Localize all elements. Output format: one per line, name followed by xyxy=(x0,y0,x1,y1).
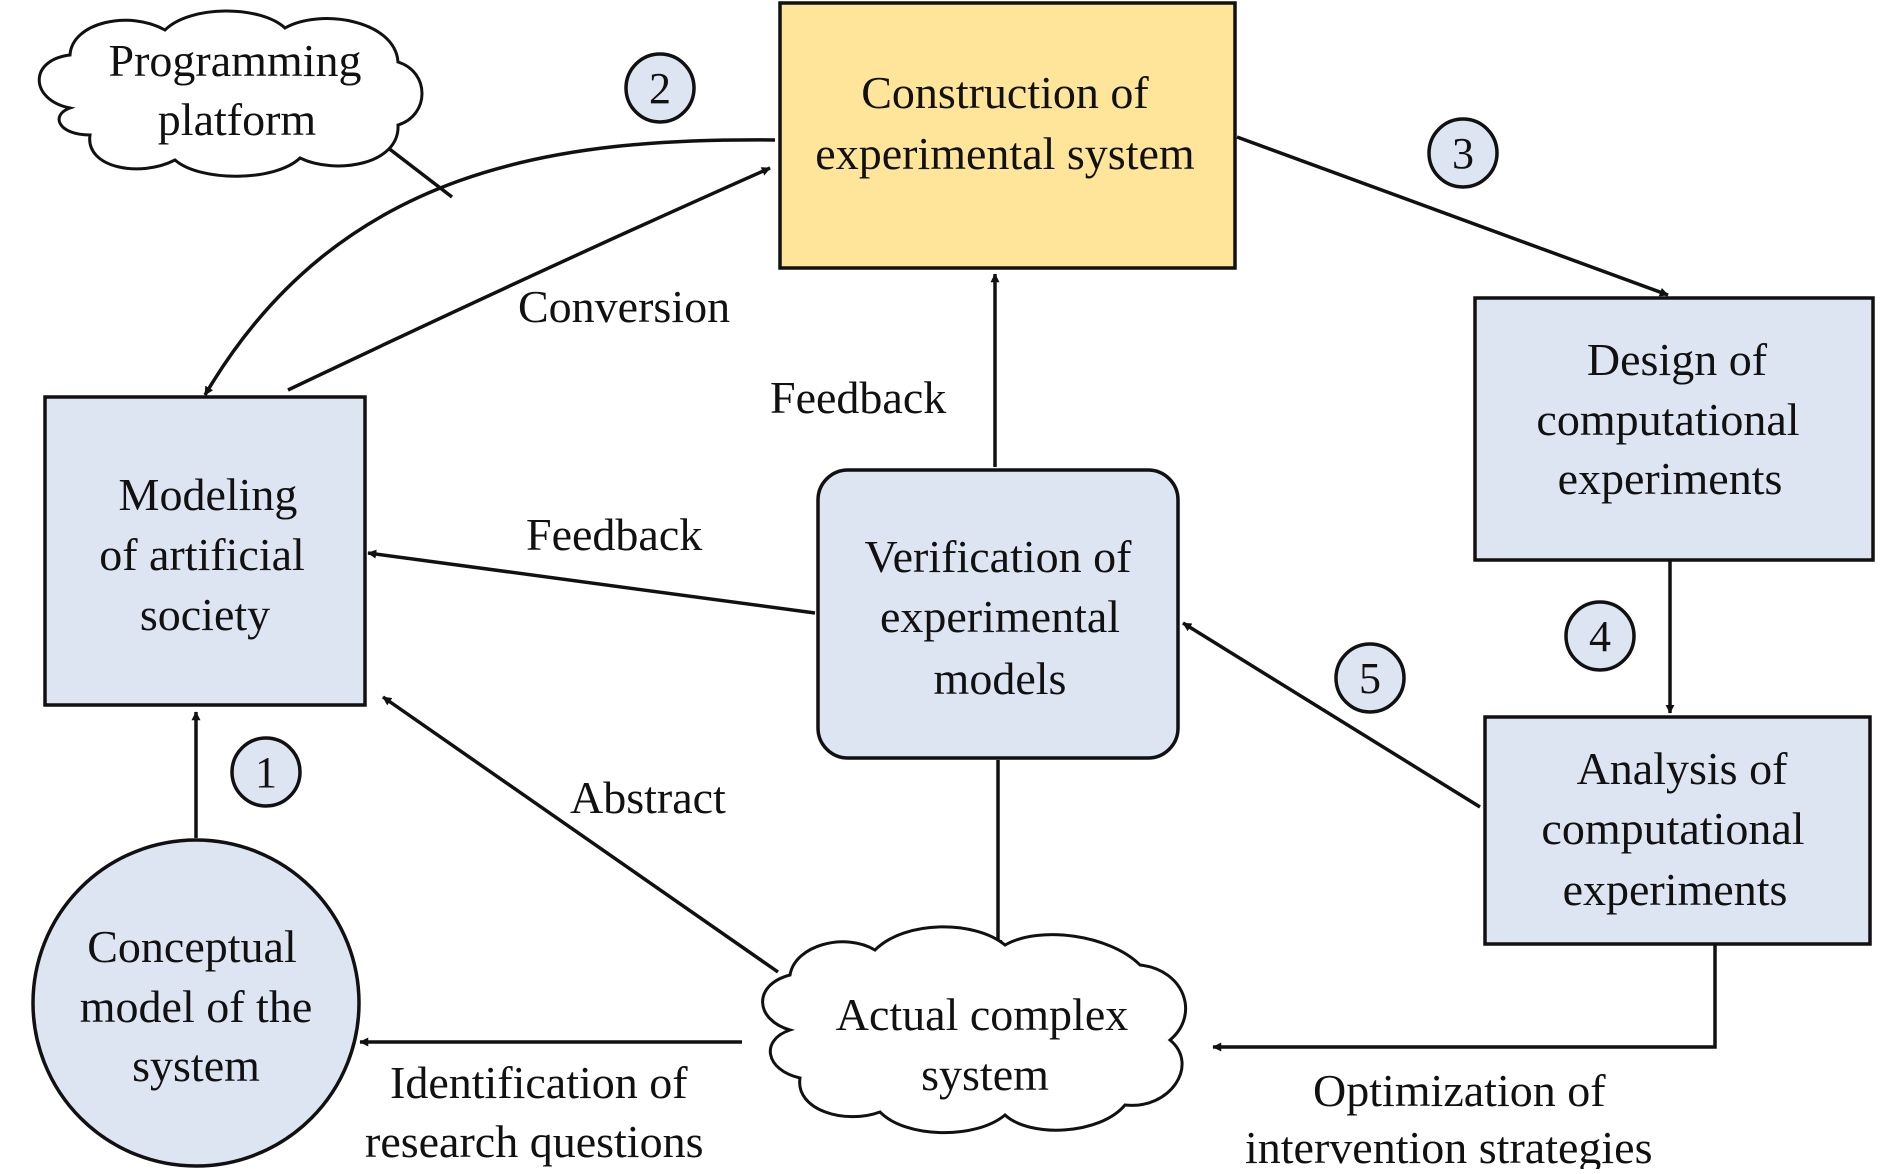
node-construction-line-1: Construction of xyxy=(861,67,1149,118)
node-conceptual-line-3: system xyxy=(132,1040,260,1091)
node-design-line-2: computational xyxy=(1536,394,1799,445)
node-design-line-3: experiments xyxy=(1558,453,1783,504)
label-identification-line-2: research questions xyxy=(365,1116,704,1167)
step-5-label: 5 xyxy=(1359,654,1381,703)
edges xyxy=(191,135,1717,1052)
node-modeling-line-3: society xyxy=(140,589,270,640)
node-actual-line-2: system xyxy=(921,1049,1049,1100)
node-conceptual-line-2: model of the xyxy=(80,981,313,1032)
edge-actual-to-modeling xyxy=(382,695,779,974)
edge-construction-to-modeling xyxy=(203,138,776,396)
node-verification-line-2: experimental xyxy=(880,591,1120,642)
node-programming-platform: Programming platform xyxy=(37,9,424,178)
step-badge-1: 1 xyxy=(230,736,302,808)
label-feedback-left: Feedback xyxy=(526,509,702,560)
step-badge-2: 2 xyxy=(624,52,696,124)
node-modeling-line-1: Modeling xyxy=(119,469,298,520)
node-modeling: Modeling of artificial society xyxy=(43,395,367,707)
edge-analysis-to-verification xyxy=(1182,621,1481,809)
node-programming-line-2: platform xyxy=(158,94,317,145)
edge-construction-to-design xyxy=(1236,135,1669,297)
node-verification-line-1: Verification of xyxy=(865,531,1133,582)
label-optimization-line-2: intervention strategies xyxy=(1245,1122,1653,1169)
label-feedback-up: Feedback xyxy=(770,372,946,423)
step-badge-5: 5 xyxy=(1334,642,1406,714)
step-badge-3: 3 xyxy=(1427,117,1499,189)
edge-modeling-to-construction xyxy=(287,166,771,392)
step-2-label: 2 xyxy=(649,64,671,113)
node-construction-line-2: experimental system xyxy=(815,128,1195,179)
node-conceptual-line-1: Conceptual xyxy=(87,921,297,972)
edge-labels: Conversion Feedback Feedback Abstract Id… xyxy=(365,281,1653,1173)
label-identification-line-1: Identification of xyxy=(390,1057,688,1108)
node-analysis-line-2: computational xyxy=(1541,803,1804,854)
edge-to-programming-platform xyxy=(381,142,454,199)
step-3-label: 3 xyxy=(1452,129,1474,178)
node-analysis-line-3: experiments xyxy=(1563,864,1788,915)
step-1-label: 1 xyxy=(255,748,277,797)
step-badges: 1 2 3 4 5 xyxy=(230,52,1636,808)
edge-verification-to-modeling xyxy=(367,549,816,615)
label-abstract: Abstract xyxy=(570,772,726,823)
step-badge-4: 4 xyxy=(1564,600,1636,672)
node-modeling-line-2: of artificial xyxy=(99,529,305,580)
node-programming-line-1: Programming xyxy=(109,35,362,86)
node-verification: Verification of experimental models xyxy=(816,468,1180,760)
node-actual: Actual complex system xyxy=(761,925,1188,1135)
edge-analysis-to-actual xyxy=(1212,940,1717,1052)
node-analysis: Analysis of computational experiments xyxy=(1483,715,1872,946)
node-analysis-line-1: Analysis of xyxy=(1577,743,1789,794)
node-design: Design of computational experiments xyxy=(1473,296,1875,562)
node-design-line-1: Design of xyxy=(1587,334,1768,385)
node-actual-line-1: Actual complex xyxy=(836,989,1129,1040)
node-conceptual: Conceptual model of the system xyxy=(31,838,361,1168)
label-conversion: Conversion xyxy=(518,281,730,332)
step-4-label: 4 xyxy=(1589,612,1611,661)
label-optimization-line-1: Optimization of xyxy=(1313,1065,1606,1116)
node-construction: Construction of experimental system xyxy=(778,1,1237,270)
node-verification-line-3: models xyxy=(934,653,1067,704)
